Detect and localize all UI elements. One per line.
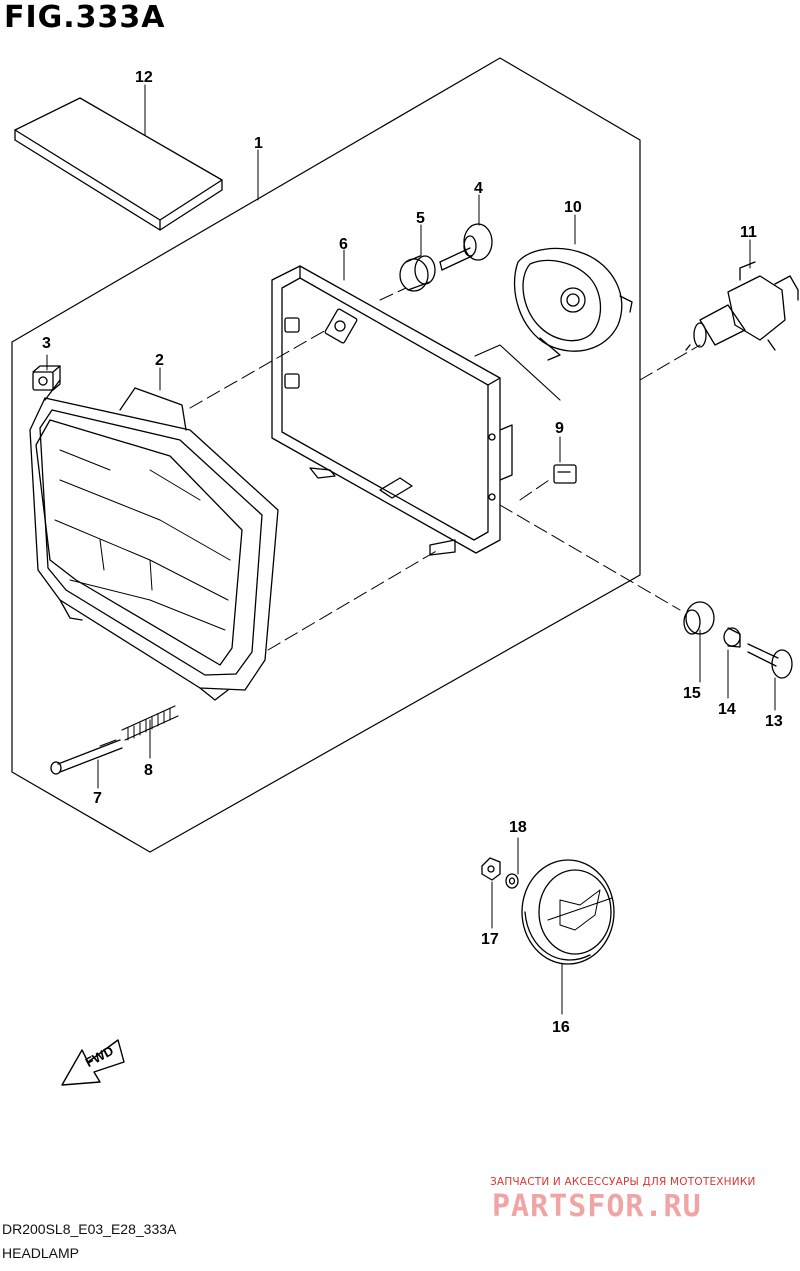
part-6-housing-frame: [271, 265, 513, 556]
callout-12: 12: [135, 69, 153, 86]
callout-3: 3: [42, 335, 51, 352]
fwd-arrow: [61, 1039, 125, 1086]
part-10-socket-cover: [513, 247, 633, 361]
callout-15: 15: [683, 685, 701, 702]
watermark-brand: PARTSFOR.RU: [492, 1189, 702, 1224]
part-14-collar: [723, 627, 741, 648]
callout-18: 18: [509, 819, 527, 836]
callout-2: 2: [155, 352, 164, 369]
callout-8: 8: [144, 762, 153, 779]
assembly-boundary: [11, 57, 641, 853]
callout-5: 5: [416, 210, 425, 227]
callout-10: 10: [564, 199, 582, 216]
part-15-cushion: [683, 601, 715, 635]
watermark-tagline: ЗАПЧАСТИ И АКСЕССУАРЫ ДЛЯ МОТОТЕХНИКИ: [490, 1176, 756, 1188]
callout-17: 17: [481, 931, 499, 948]
callout-4: 4: [474, 180, 483, 197]
part-9-clip: [553, 464, 577, 484]
leader-lines: [46, 84, 776, 1015]
part-7-screw: [50, 739, 123, 775]
callout-16: 16: [552, 1019, 570, 1036]
callout-14: 14: [718, 701, 736, 718]
callout-1: 1: [254, 135, 263, 152]
diagram-code: DR200SL8_E03_E28_333A: [2, 1221, 177, 1237]
part-3-nut-clip: [32, 365, 61, 391]
part-8-spring: [121, 705, 179, 741]
part-18-washer: [505, 873, 519, 889]
part-5-grommet: [399, 255, 436, 292]
part-4-bolt: [439, 223, 493, 271]
part-12-label-plate: [14, 97, 223, 231]
part-16-reflector: [521, 859, 615, 965]
diagram-caption: HEADLAMP: [2, 1245, 80, 1261]
callout-9: 9: [555, 420, 564, 437]
callout-labels: 1 2 3 4 5 6 7 8 9 10 11 12 13 14 15 16 1…: [42, 69, 783, 1036]
callout-13: 13: [765, 713, 783, 730]
callout-11: 11: [740, 224, 757, 241]
part-2-headlamp-unit: [29, 379, 279, 701]
figure-title: FIG.333A: [4, 0, 166, 35]
projection-lines: [189, 287, 701, 651]
boundary-inset: [474, 344, 561, 401]
part-11-bulb: [685, 261, 799, 351]
part-17-nut: [481, 857, 501, 881]
part-13-bolt: [747, 643, 793, 679]
callout-7: 7: [93, 790, 102, 807]
callout-6: 6: [339, 236, 348, 253]
